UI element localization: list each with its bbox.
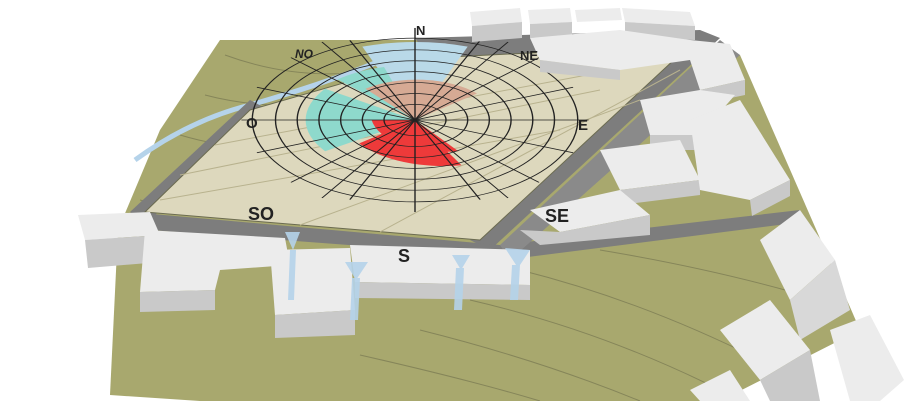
- label-o: O: [246, 115, 258, 132]
- buildings-northeast: [470, 8, 745, 104]
- label-no: NO: [295, 47, 314, 61]
- sun-wind-rose: [241, 27, 589, 213]
- label-n: N: [416, 23, 425, 38]
- wind-arrows: [285, 232, 530, 320]
- road-south: [130, 212, 520, 258]
- compass-labels: N NE E SE S SO O NO: [246, 23, 588, 266]
- label-ne: NE: [520, 48, 538, 63]
- sun-sector-midday: [365, 79, 477, 120]
- label-so: SO: [248, 204, 274, 224]
- label-se: SE: [545, 206, 569, 226]
- buildings-southeast: [690, 210, 904, 401]
- road-east: [470, 30, 720, 250]
- label-e: E: [578, 117, 588, 134]
- label-s: S: [398, 246, 410, 266]
- buildings-east: [520, 90, 790, 245]
- road-southeast: [500, 210, 802, 258]
